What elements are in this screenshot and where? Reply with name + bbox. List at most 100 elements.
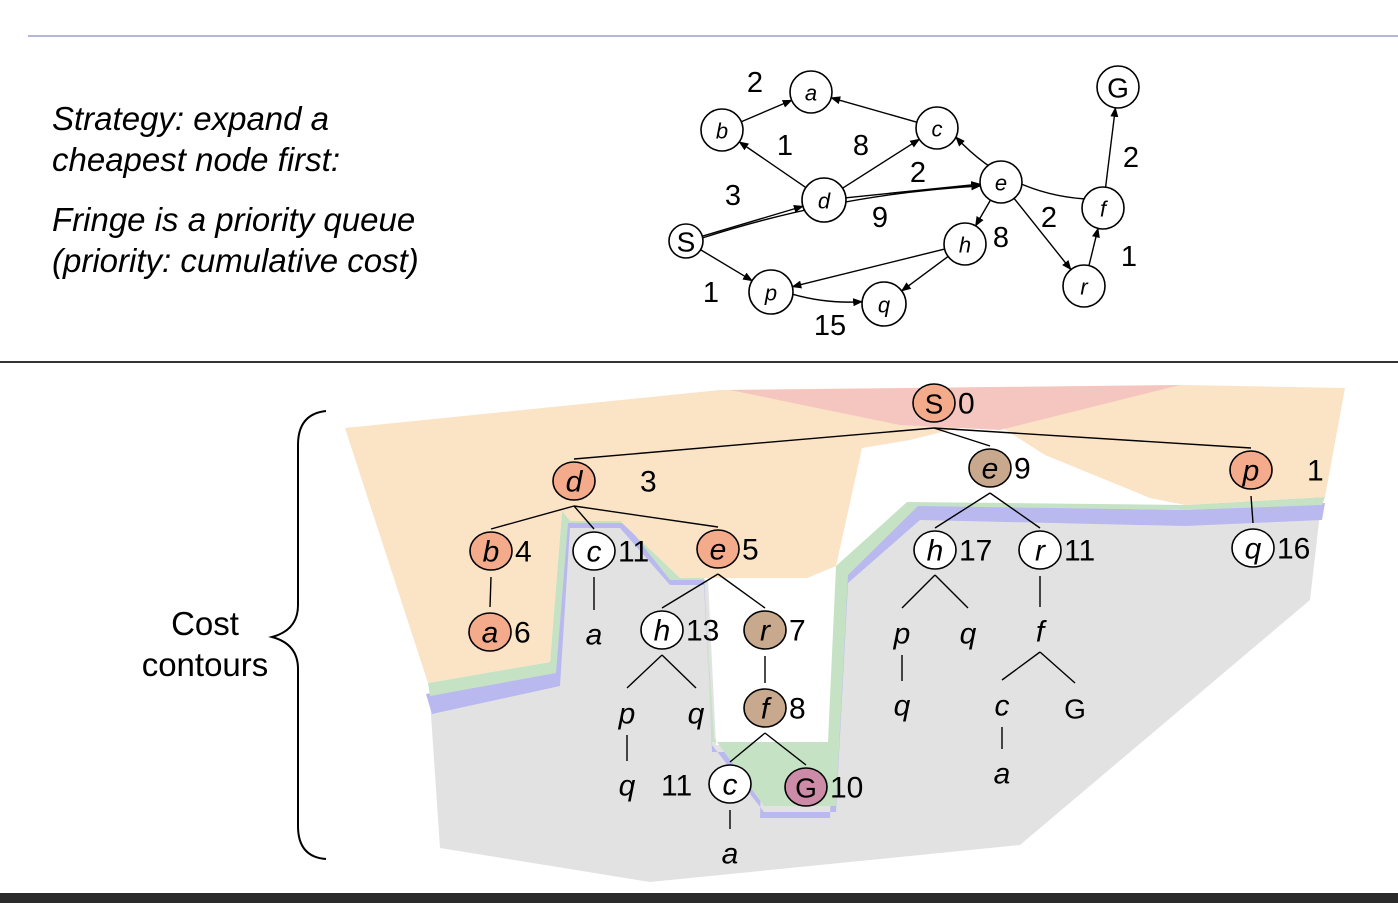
graph-edge-cost-e-h: 8 xyxy=(993,222,1009,254)
brace-icon xyxy=(268,410,327,860)
tree-node-cost-t_a6: 6 xyxy=(514,617,531,650)
tree-node-cost-t_q16: 16 xyxy=(1277,533,1310,566)
graph-edge-S-p xyxy=(700,249,753,282)
tree-node-label-t_d: d xyxy=(566,466,584,499)
graph-node-label-r: r xyxy=(1080,275,1089,300)
graph-edge-cost-d-e: 2 xyxy=(910,157,926,189)
graph-node-label-p: p xyxy=(764,281,777,306)
tree-node-cost-t_e5: 5 xyxy=(742,534,759,567)
tree-node-cost-t_h13: 13 xyxy=(686,615,719,648)
graph-edge-d-e xyxy=(845,181,982,199)
graph-node-label-d: d xyxy=(818,189,831,214)
tree-node-label-t_a_c: a xyxy=(586,619,603,652)
graph-node-label-a: a xyxy=(805,81,817,106)
graph-edge-cost-S-e: 9 xyxy=(872,202,888,234)
graph-node-p xyxy=(748,269,794,315)
contour-gray-region xyxy=(430,512,1320,882)
tree-node-label-t_f8: f xyxy=(761,693,772,726)
bottom-bar xyxy=(0,893,1398,903)
graph-node-S xyxy=(668,223,704,259)
tree-node-cost-t_r7: 7 xyxy=(789,615,806,648)
graph-edge-d-c xyxy=(842,138,921,189)
graph-edge-cost-d-c: 8 xyxy=(853,130,869,162)
tree-edge-t_d-t_c11 xyxy=(573,505,595,530)
tree-node-label-t_q_h13: q xyxy=(688,698,705,731)
graph-edge-cost-d-b: 1 xyxy=(777,130,793,162)
tree-node-cost-t_c11: 11 xyxy=(618,536,649,569)
graph-node-h xyxy=(943,222,987,266)
tree-node-t_G10 xyxy=(784,767,828,807)
cost-contours-line-1: Cost xyxy=(171,605,239,642)
tree-edge-t_S-t_p1 xyxy=(933,427,1252,449)
tree-node-t_b xyxy=(469,531,513,571)
tree-node-cost-t_b: 4 xyxy=(515,536,532,569)
tree-node-label-t_r11: r xyxy=(1035,535,1046,568)
tree-node-t_f8 xyxy=(743,688,787,728)
tree-node-t_r11 xyxy=(1018,530,1062,570)
tree-node-label-t_a_cf8: a xyxy=(722,838,739,871)
graph-node-label-f: f xyxy=(1100,197,1109,222)
tree-node-label-t_G_f_r11: G xyxy=(1064,694,1086,725)
tree-edge-t_h13-t_p_h13 xyxy=(626,654,663,689)
tree-node-t_e5 xyxy=(696,529,740,569)
strategy-line-1: Strategy: expand a xyxy=(52,100,330,137)
tree-edge-t_h17-t_p_h17 xyxy=(901,574,936,609)
tree-edge-t_d-t_e5 xyxy=(573,505,719,528)
fringe-line-2: (priority: cumulative cost) xyxy=(52,242,419,279)
tree-node-cost-t_e9: 9 xyxy=(1014,453,1031,486)
tree-edge-t_S-t_d xyxy=(573,427,935,460)
graph-edge-h-p xyxy=(791,248,945,289)
graph-node-label-q: q xyxy=(878,293,891,318)
tree-node-label-t_h13: h xyxy=(654,615,671,648)
tree-edge-t_S-t_e9 xyxy=(933,427,991,447)
tree-edge-t_f8-t_c_f8 xyxy=(729,732,766,763)
tree-edge-t_f8-t_G10 xyxy=(764,732,807,766)
graph-edge-cost-f-G: 2 xyxy=(1123,142,1139,174)
top-divider xyxy=(28,35,1398,37)
graph-node-q xyxy=(861,281,907,327)
tree-node-label-t_c_f_r11: c xyxy=(995,690,1010,723)
graph-node-d xyxy=(801,177,847,223)
graph-node-e xyxy=(979,160,1023,204)
tree-node-t_d xyxy=(552,461,596,501)
tree-edge-t_e9-t_h17 xyxy=(934,492,991,529)
tree-node-cost-t_S: 0 xyxy=(958,388,975,421)
graph-node-c xyxy=(915,106,959,150)
graph-node-label-b: b xyxy=(716,119,728,144)
tree-node-label-t_h17: h xyxy=(927,535,944,568)
middle-divider xyxy=(0,361,1398,363)
tree-node-t_S xyxy=(912,383,956,423)
tree-node-t_c11 xyxy=(572,531,616,571)
tree-node-label-t_q_p_h17: q xyxy=(894,690,911,723)
tree-node-t_q16 xyxy=(1231,528,1275,568)
tree-node-cost-t_G10: 10 xyxy=(830,772,863,805)
tree-node-t_a6 xyxy=(468,612,512,652)
tree-node-t_r7 xyxy=(743,610,787,650)
tree-node-label-t_S: S xyxy=(925,389,944,420)
strategy-text: Strategy: expand a cheapest node first: … xyxy=(52,98,419,281)
graph-edge-cost-e-r: 2 xyxy=(1041,202,1057,234)
graph-edge-b-a xyxy=(741,99,793,123)
tree-node-label-t_q16: q xyxy=(1245,533,1262,566)
tree-node-label-t_e5: e xyxy=(710,534,727,567)
graph-edge-r-f xyxy=(1088,227,1100,266)
tree-node-t_c_f8 xyxy=(708,764,752,804)
graph-edge-h-q xyxy=(900,255,949,292)
contour-orange-region xyxy=(345,385,1345,683)
graph-edge-f-G xyxy=(1104,106,1119,188)
tree-edge-t_f_r11-t_G_f_r11 xyxy=(1039,651,1076,684)
graph-edge-cost-b-a: 2 xyxy=(747,67,763,99)
tree-node-cost-t_q11: 11 xyxy=(661,770,692,803)
graph-node-label-c: c xyxy=(932,117,943,142)
tree-node-label-t_b: b xyxy=(483,536,500,569)
tree-node-cost-t_p1: 1 xyxy=(1307,455,1324,488)
graph-node-label-h: h xyxy=(959,233,971,258)
graph-edge-p-q xyxy=(792,293,864,307)
graph-edge-cost-S-p: 1 xyxy=(703,277,719,309)
graph-edge-e-h xyxy=(974,199,992,227)
graph-edge-cost-p-q: 15 xyxy=(814,310,846,342)
tree-node-t_p1 xyxy=(1229,450,1273,490)
